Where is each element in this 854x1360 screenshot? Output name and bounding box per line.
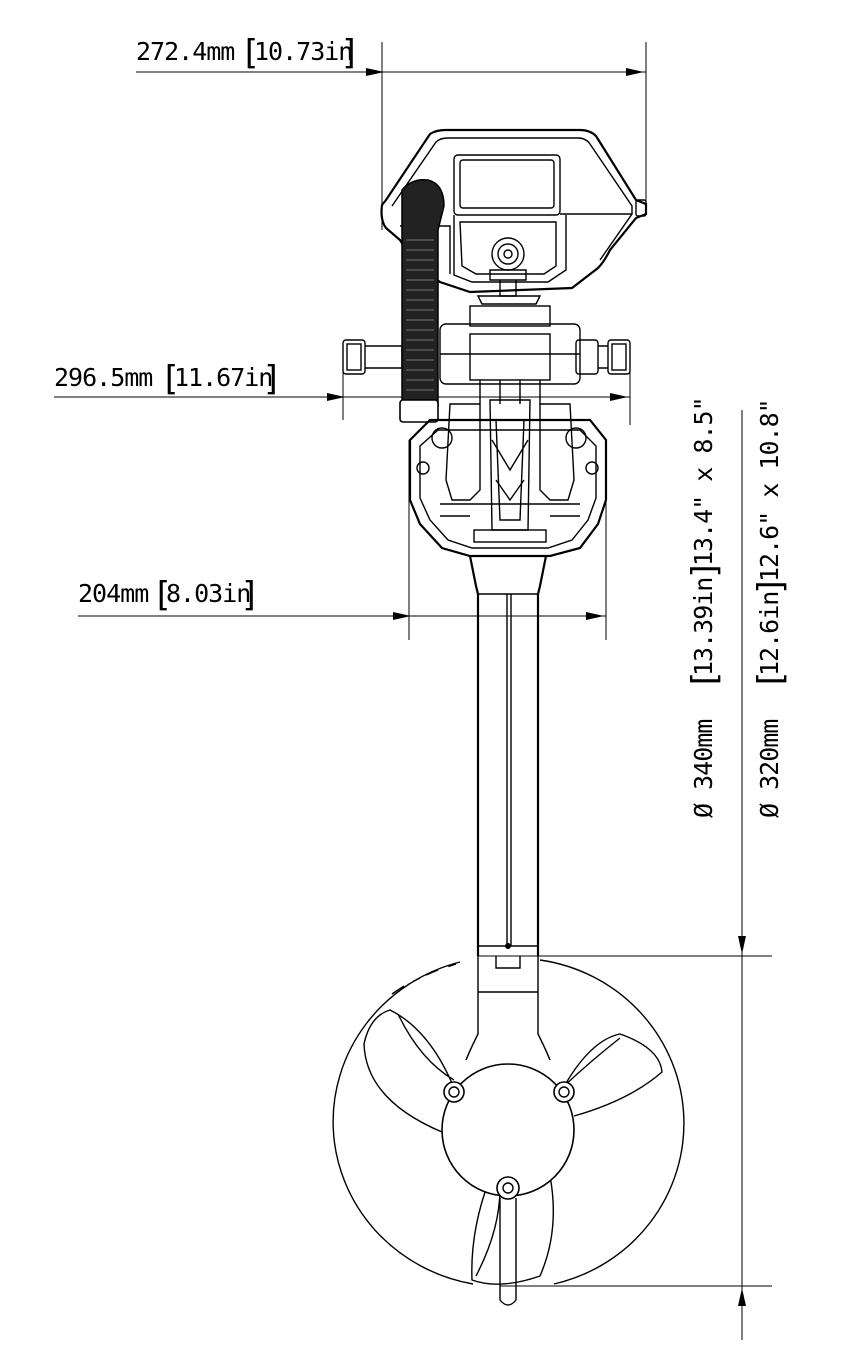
dim-top-value: 272.4mm [136, 37, 234, 66]
svg-text:]: ] [751, 576, 791, 596]
dimension-width-top: 272.4mm [ 10.73in ] [136, 33, 647, 230]
svg-text:]: ] [340, 33, 360, 73]
dimension-width-mid: 296.5mm [ 11.67in ] [54, 359, 631, 425]
svg-text:[: [ [240, 33, 260, 73]
dim-bottom-alt: 8.03in [166, 579, 250, 608]
label-prop-large: Ø 340mm [ 13.39in ] 13.4" x 8.5" [685, 397, 725, 818]
prop-small-alt: 12.6in [755, 592, 784, 676]
svg-text:[: [ [685, 670, 725, 690]
svg-text:]: ] [685, 560, 725, 580]
prop-small-value: Ø 320mm [755, 720, 784, 818]
clamp-bracket [342, 305, 631, 558]
dimension-width-bottom: 204mm [ 8.03in ] [78, 440, 607, 640]
dim-mid-value: 296.5mm [54, 363, 152, 392]
svg-text:[: [ [160, 359, 180, 399]
prop-small-suffix: 12.6" x 10.8" [755, 399, 784, 582]
svg-text:[: [ [152, 575, 172, 615]
motor-shaft [468, 555, 548, 993]
dim-mid-alt: 11.67in [174, 363, 272, 392]
dimension-propeller-height [478, 410, 772, 1340]
propeller-sweep-circle [332, 959, 685, 1285]
propeller [363, 992, 663, 1306]
dim-bottom-value: 204mm [78, 579, 148, 608]
dim-top-alt: 10.73in [254, 37, 352, 66]
prop-large-alt: 13.39in [689, 578, 718, 676]
svg-text:]: ] [262, 359, 282, 399]
label-prop-small: Ø 320mm [ 12.6in ] 12.6" x 10.8" [751, 399, 791, 818]
svg-text:]: ] [240, 575, 260, 615]
svg-text:[: [ [751, 670, 791, 690]
prop-large-suffix: 13.4" x 8.5" [689, 397, 718, 566]
tiller-handle [399, 178, 445, 423]
prop-large-value: Ø 340mm [689, 720, 718, 818]
motor-head [380, 128, 648, 305]
